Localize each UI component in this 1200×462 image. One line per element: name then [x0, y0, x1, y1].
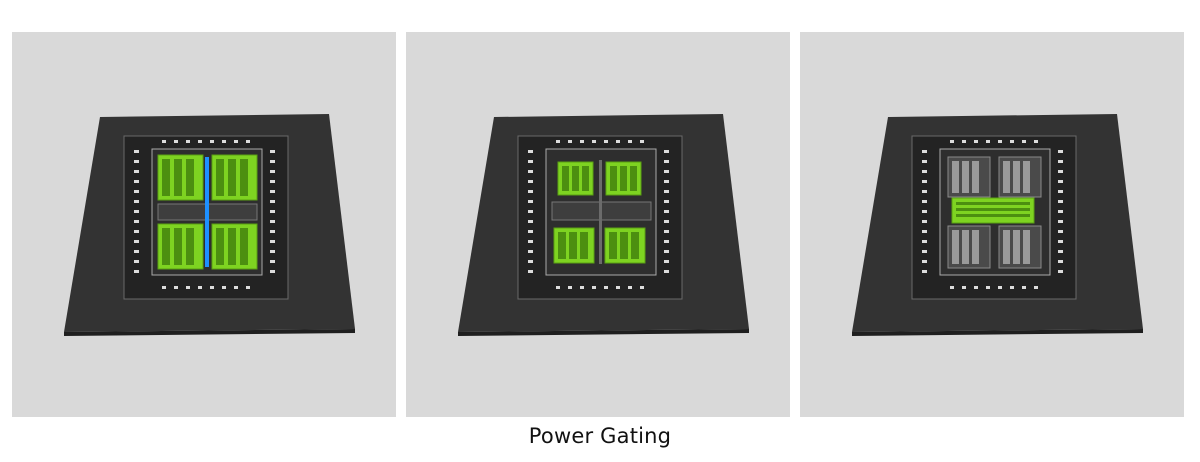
chip-illustration-3: [852, 114, 1143, 336]
center-link-highlight: [205, 157, 209, 267]
chip-panel-1: [12, 32, 396, 417]
gpc-block-texture: [558, 166, 639, 259]
chip-substrate-edge: [852, 329, 1143, 336]
chip-illustration-1: [64, 114, 355, 336]
center-link: [599, 160, 602, 264]
io-pads: [134, 140, 275, 289]
gpc-block-texture: [952, 161, 1030, 264]
chip-panel-2: [406, 32, 790, 417]
io-pads: [528, 140, 669, 289]
chip-panel-3: [800, 32, 1184, 417]
gpc-block-texture: [162, 159, 248, 265]
chip-substrate-edge: [64, 329, 355, 336]
caption: Power Gating: [528, 424, 672, 448]
chip-substrate-edge: [458, 329, 749, 336]
center-band-texture: [956, 202, 1030, 217]
io-pads: [922, 140, 1063, 289]
chip-illustration-2: [458, 114, 749, 336]
